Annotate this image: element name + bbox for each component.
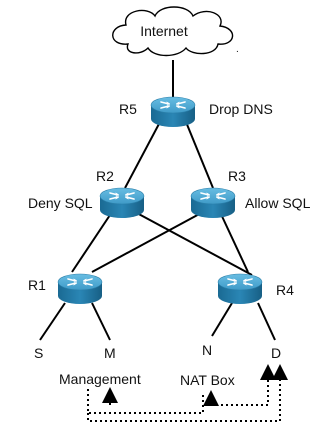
router-icon bbox=[99, 187, 145, 219]
network-links bbox=[39, 60, 276, 341]
nat-box-label: NAT Box bbox=[180, 372, 235, 388]
router-r2-name: R2 bbox=[96, 168, 114, 184]
host-d-label: D bbox=[271, 345, 281, 361]
link-r1-s bbox=[39, 302, 66, 341]
flow-management-to-nat bbox=[87, 389, 204, 414]
router-r5-name: R5 bbox=[119, 101, 137, 117]
link-r2-r1 bbox=[71, 211, 113, 273]
router-r2-policy: Deny SQL bbox=[28, 195, 93, 211]
host-n-label: N bbox=[202, 342, 212, 358]
management-label: Management bbox=[59, 371, 141, 387]
router-r4-name: R4 bbox=[276, 282, 294, 298]
router-r3-policy: Allow SQL bbox=[245, 195, 311, 211]
link-r2-r4 bbox=[134, 211, 253, 276]
host-s-label: S bbox=[34, 345, 43, 361]
router-icon bbox=[57, 273, 103, 305]
link-r3-r4 bbox=[219, 211, 249, 273]
router-r1-name: R1 bbox=[28, 277, 46, 293]
router-r5-policy: Drop DNS bbox=[209, 101, 273, 117]
host-m-label: M bbox=[104, 345, 116, 361]
link-r3-r1 bbox=[91, 211, 204, 273]
router-icon bbox=[217, 273, 263, 305]
link-r1-m bbox=[91, 302, 111, 341]
cloud-icon bbox=[112, 6, 234, 57]
cloud-dot: . bbox=[236, 44, 239, 55]
router-icon bbox=[190, 187, 236, 219]
flow-nat-to-d bbox=[211, 364, 276, 406]
router-r3-name: R3 bbox=[228, 168, 246, 184]
router-icon bbox=[150, 96, 196, 128]
link-r4-n bbox=[211, 302, 233, 337]
link-r5-r2 bbox=[124, 121, 161, 189]
cloud-label: Internet bbox=[140, 23, 188, 39]
link-r4-d bbox=[257, 302, 276, 341]
dotted-flows bbox=[87, 364, 288, 422]
link-r5-r3 bbox=[185, 121, 214, 189]
